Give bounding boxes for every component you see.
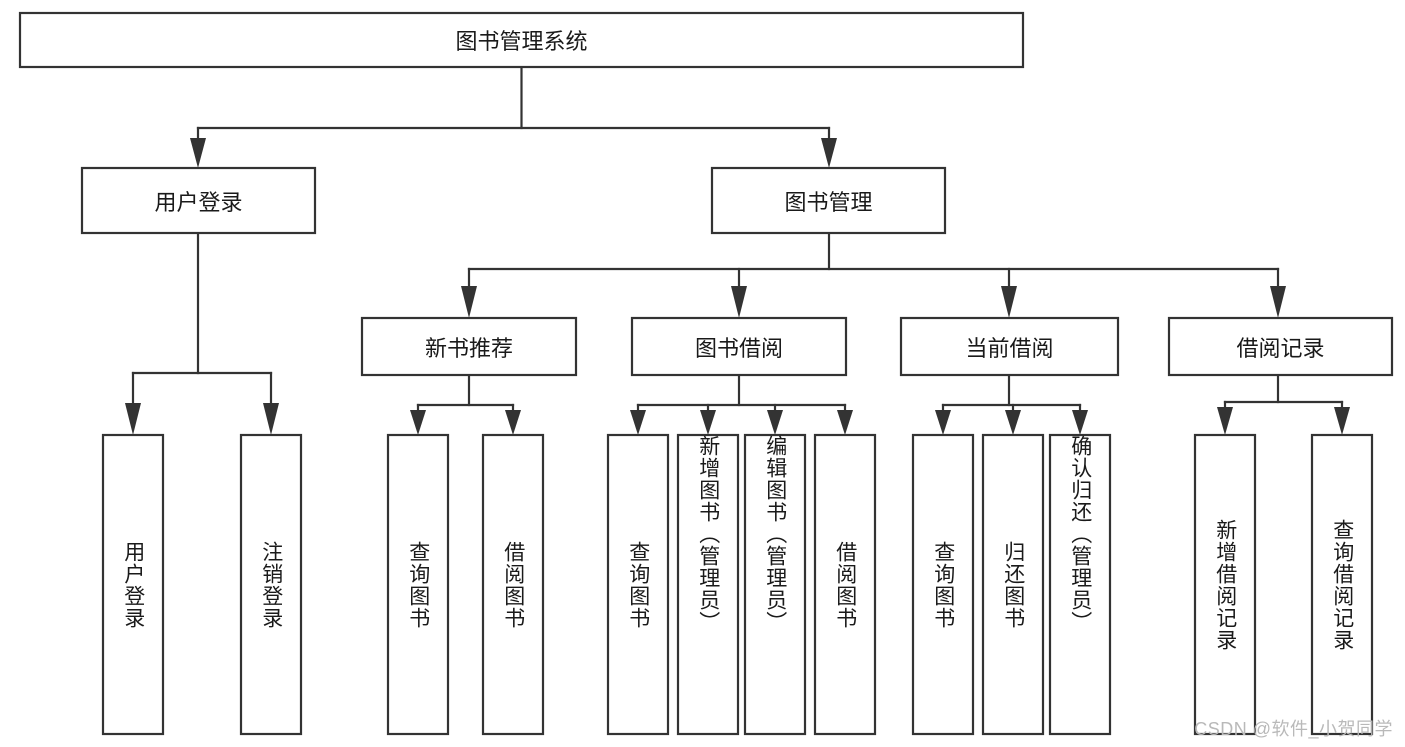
- connector-group-root-to-level2: [190, 65, 837, 168]
- arrow-head-leaf-edit-book: [767, 410, 783, 435]
- node-box-leaf-query-book-3[interactable]: [911, 433, 975, 736]
- arrow-head-leaf-borrow-book-1: [505, 410, 521, 435]
- connector-group-new-book-rec-to-leaves: [410, 373, 521, 435]
- connector-group-book-manage-to-level3: [461, 231, 1286, 318]
- connector-group-user-login-to-leaves: [125, 231, 279, 435]
- arrow-head-user-login: [190, 138, 206, 168]
- node-box-leaf-confirm-return[interactable]: [1048, 433, 1112, 736]
- arrow-head-leaf-borrow-book-2: [837, 410, 853, 435]
- node-box-leaf-return-book[interactable]: [981, 433, 1045, 736]
- connector-group-current-borrow-to-leaves: [935, 373, 1088, 435]
- node-box-leaf-logout[interactable]: [239, 433, 303, 736]
- node-box-new-book-rec[interactable]: [360, 316, 578, 377]
- arrow-head-leaf-add-record: [1217, 407, 1233, 435]
- node-box-root[interactable]: [18, 11, 1025, 69]
- arrow-head-leaf-return-book: [1005, 410, 1021, 435]
- arrow-head-book-borrow: [731, 286, 747, 318]
- node-box-current-borrow[interactable]: [899, 316, 1120, 377]
- arrow-head-leaf-user-login: [125, 403, 141, 435]
- node-box-leaf-add-book[interactable]: [676, 433, 740, 736]
- node-box-leaf-query-book-1[interactable]: [386, 433, 450, 736]
- connector-group-book-borrow-to-leaves: [630, 373, 853, 435]
- arrow-head-borrow-record: [1270, 286, 1286, 318]
- connector-group-borrow-record-to-leaves: [1217, 373, 1350, 435]
- node-box-leaf-borrow-book-2[interactable]: [813, 433, 877, 736]
- arrow-head-leaf-query-book-3: [935, 410, 951, 435]
- node-box-leaf-user-login[interactable]: [101, 433, 165, 736]
- node-box-user-login[interactable]: [80, 166, 317, 235]
- node-box-leaf-edit-book[interactable]: [743, 433, 807, 736]
- node-box-leaf-borrow-book-1[interactable]: [481, 433, 545, 736]
- node-box-book-manage[interactable]: [710, 166, 947, 235]
- arrow-head-leaf-query-book-1: [410, 410, 426, 435]
- arrow-head-current-borrow: [1001, 286, 1017, 318]
- node-box-borrow-record[interactable]: [1167, 316, 1394, 377]
- arrow-head-new-book-rec: [461, 286, 477, 318]
- arrow-head-leaf-query-record: [1334, 407, 1350, 435]
- arrow-head-leaf-add-book: [700, 410, 716, 435]
- arrow-head-leaf-query-book-2: [630, 410, 646, 435]
- node-box-leaf-add-record[interactable]: [1193, 433, 1257, 736]
- node-box-leaf-query-book-2[interactable]: [606, 433, 670, 736]
- arrow-head-book-manage: [821, 138, 837, 168]
- node-box-book-borrow[interactable]: [630, 316, 848, 377]
- arrow-head-leaf-logout: [263, 403, 279, 435]
- arrow-head-leaf-confirm-return: [1072, 410, 1088, 435]
- node-box-leaf-query-record[interactable]: [1310, 433, 1374, 736]
